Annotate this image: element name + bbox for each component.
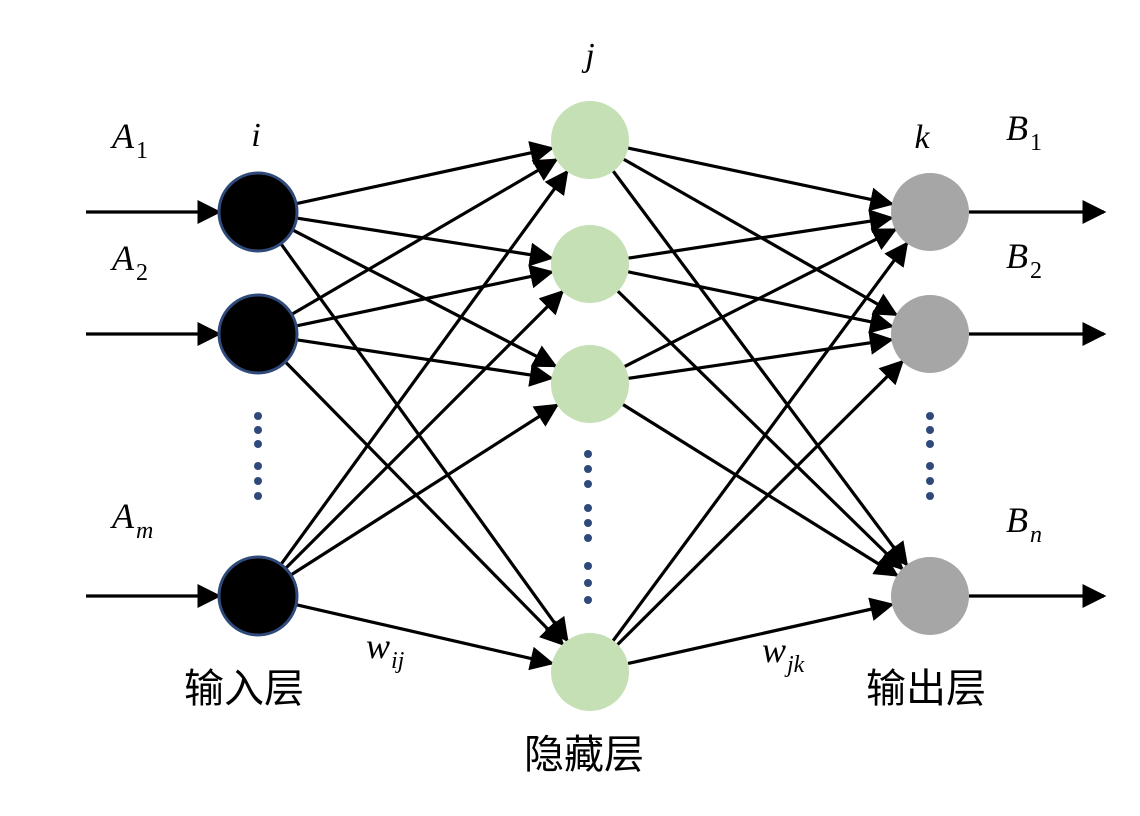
ellipsis-dots [254,412,934,604]
edge-input-2-hidden-1 [284,289,565,570]
hidden-layer-caption: 隐藏层 [524,732,644,778]
edge-hidden-0-output-2 [612,170,909,567]
output-node-1 [891,295,969,373]
edge-input-1-hidden-2 [296,338,554,387]
hidden-ellipsis-dot-6 [584,562,592,570]
output-ellipsis-dot-2 [926,440,934,448]
edge-hidden-2-output-1 [628,330,894,380]
hidden-index-label: j [581,37,594,74]
io-arrows [86,200,1107,608]
edge-hidden-0-output-0 [627,146,895,212]
input-layer-caption: 输入层 [184,666,304,712]
hidden-node-0 [551,101,629,179]
edge-hidden-3-output-0 [611,241,909,642]
output-ellipsis-dot-1 [926,426,934,434]
hidden-node-3 [551,633,629,711]
input-node-2 [217,555,299,637]
hidden-ellipsis-dot-3 [584,504,592,512]
edge-hidden-3-output-2 [627,597,895,666]
edge-input-1-hidden-3 [284,360,565,646]
edge-input-0-hidden-3 [279,242,569,643]
edge-input-1-hidden-1 [295,264,555,328]
edge-hidden-1-output-0 [628,209,894,260]
output-ellipsis-dot-4 [926,477,934,485]
output-ellipsis-dot-3 [926,462,934,470]
output-label-n: Bn [1006,500,1042,548]
edge-input-1-hidden-0 [290,158,559,316]
input-node-0 [217,171,299,253]
hidden-ellipsis-dot-5 [584,534,592,542]
input-node-1 [217,293,299,375]
edge-hidden-2-output-0 [624,228,898,368]
output-node-0 [891,173,969,251]
input-label-2: A2 [110,238,148,286]
input-ellipsis-dot-2 [254,440,262,448]
hidden-ellipsis-dot-2 [584,480,592,488]
edge-input-2-hidden-3 [295,603,555,671]
hidden-ellipsis-dot-8 [584,596,592,604]
connection-edges [279,141,909,671]
hidden-node-1 [551,225,629,303]
hidden-ellipsis-dot-0 [584,450,592,458]
edge-input-2-hidden-2 [290,403,560,577]
output-ellipsis-dot-0 [926,412,934,420]
weight-ij-label: wij [366,626,405,674]
output-label-1: B1 [1006,108,1042,156]
hidden-ellipsis-dot-4 [584,519,592,527]
output-label-2: B2 [1006,236,1042,284]
hidden-ellipsis-dot-7 [584,579,592,587]
edge-hidden-2-output-2 [622,403,899,577]
edge-input-0-hidden-0 [295,141,555,206]
nodes [217,101,969,711]
input-label-1: A1 [110,116,148,164]
input-ellipsis-dot-3 [254,462,262,470]
output-index-label: k [914,119,930,156]
edge-input-2-hidden-0 [279,169,569,566]
input-ellipsis-dot-5 [254,492,262,500]
weight-jk-label: wjk [762,630,805,678]
output-node-2 [891,557,969,635]
input-index-label: i [251,117,260,154]
input-label-m: Am [110,496,153,544]
input-ellipsis-dot-0 [254,412,262,420]
edge-hidden-3-output-1 [616,359,905,646]
input-ellipsis-dot-4 [254,477,262,485]
hidden-ellipsis-dot-1 [584,465,592,473]
edge-hidden-1-output-2 [616,290,904,571]
input-ellipsis-dot-1 [254,426,262,434]
hidden-node-2 [551,345,629,423]
output-layer-caption: 输出层 [866,666,986,712]
output-ellipsis-dot-5 [926,492,934,500]
